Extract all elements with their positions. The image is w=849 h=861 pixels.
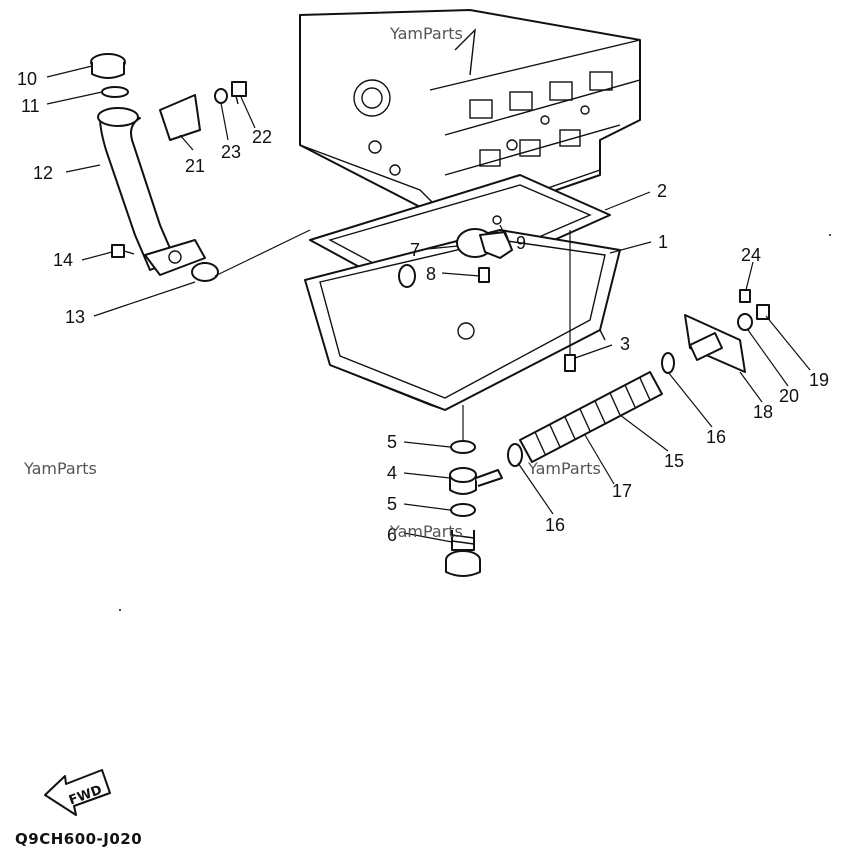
callout-4: 4 <box>387 463 397 483</box>
fwd-arrow-icon: FWD <box>44 769 111 816</box>
callout-20: 20 <box>779 386 799 406</box>
callout-1: 1 <box>658 232 668 252</box>
callout-3: 3 <box>620 334 630 354</box>
watermark-left: YamParts <box>23 459 97 478</box>
callout-21: 21 <box>185 156 205 176</box>
watermarks: YamParts YamParts YamParts YamParts <box>23 24 601 541</box>
callout-11: 11 <box>21 96 40 116</box>
callout-labels: 10 11 12 14 13 21 23 22 2 1 7 9 8 3 24 1… <box>17 69 829 545</box>
filler-bracket <box>159 81 247 141</box>
callout-14: 14 <box>53 250 73 270</box>
watermark-top: YamParts <box>389 24 463 43</box>
oil-filler-assembly <box>90 53 219 282</box>
drain-assembly <box>445 354 576 577</box>
callout-23: 23 <box>221 142 241 162</box>
callout-16-upper: 16 <box>706 427 726 447</box>
leader-lines <box>46 65 811 543</box>
callout-15: 15 <box>664 451 684 471</box>
callout-13: 13 <box>65 307 85 327</box>
breather-hose-assembly <box>507 289 770 467</box>
callout-7: 7 <box>410 240 420 260</box>
engine-block <box>299 9 641 226</box>
watermark-lower: YamParts <box>389 522 463 541</box>
watermark-center: YamParts <box>527 459 601 478</box>
callout-24: 24 <box>741 245 761 265</box>
callout-18: 18 <box>753 402 773 422</box>
oil-pan <box>304 229 621 411</box>
callout-22: 22 <box>252 127 272 147</box>
callout-5-lower: 5 <box>387 494 397 514</box>
callout-16-lower: 16 <box>545 515 565 535</box>
callout-19: 19 <box>809 370 829 390</box>
diagram-code: Q9CH600-J020 <box>15 830 142 848</box>
callout-2: 2 <box>657 181 667 201</box>
oil-strainer <box>398 215 513 288</box>
callout-5-upper: 5 <box>387 432 397 452</box>
callout-8: 8 <box>426 264 436 284</box>
callout-9: 9 <box>516 233 526 253</box>
callout-12: 12 <box>33 163 53 183</box>
callout-10: 10 <box>17 69 37 89</box>
callout-6: 6 <box>387 525 397 545</box>
callout-17: 17 <box>612 481 632 501</box>
